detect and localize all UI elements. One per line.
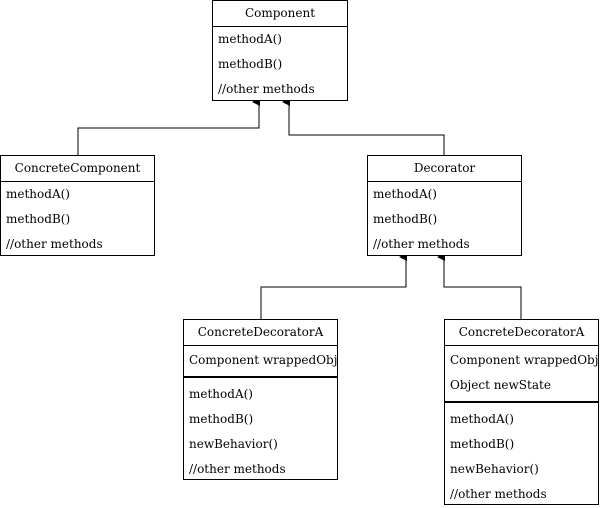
class-title: ConcreteDecoratorA (445, 320, 598, 346)
class-concrete-component[interactable]: ConcreteComponent methodA() methodB() //… (0, 155, 155, 256)
class-concrete-decorator-a-1[interactable]: ConcreteDecoratorA Component wrappedObj … (183, 319, 338, 480)
method: //other methods (189, 462, 286, 476)
method: newBehavior() (450, 462, 539, 476)
method: methodB() (373, 212, 438, 226)
method: //other methods (6, 237, 103, 251)
connector-cda2-to-decorator (437, 253, 522, 319)
connector-decorator-to-component (282, 98, 445, 155)
class-component[interactable]: Component methodA() methodB() //other me… (212, 0, 348, 101)
class-decorator[interactable]: Decorator methodA() methodB() //other me… (367, 155, 522, 256)
class-title: ConcreteDecoratorA (184, 320, 337, 346)
method: methodA() (6, 187, 70, 201)
connector-cda1-to-decorator (260, 253, 407, 319)
method: methodA() (189, 387, 253, 401)
method: methodA() (218, 32, 282, 46)
method: //other methods (450, 487, 547, 501)
field: Component wrappedObj (189, 353, 337, 367)
field: Component wrappedObj (450, 353, 598, 367)
method: methodA() (450, 412, 514, 426)
class-title: ConcreteComponent (1, 156, 154, 182)
method: newBehavior() (189, 437, 278, 451)
method: methodB() (6, 212, 71, 226)
method: methodB() (189, 412, 254, 426)
method: methodB() (450, 437, 515, 451)
section-divider (445, 401, 598, 403)
field: Object newState (450, 378, 551, 392)
class-concrete-decorator-a-2[interactable]: ConcreteDecoratorA Component wrappedObj … (444, 319, 599, 505)
section-divider (184, 376, 337, 378)
method: methodA() (373, 187, 437, 201)
class-title: Decorator (368, 156, 521, 182)
connector-concrete-to-component (77, 98, 260, 155)
method: //other methods (218, 82, 315, 96)
method: //other methods (373, 237, 470, 251)
class-title: Component (213, 1, 347, 27)
method: methodB() (218, 57, 283, 71)
